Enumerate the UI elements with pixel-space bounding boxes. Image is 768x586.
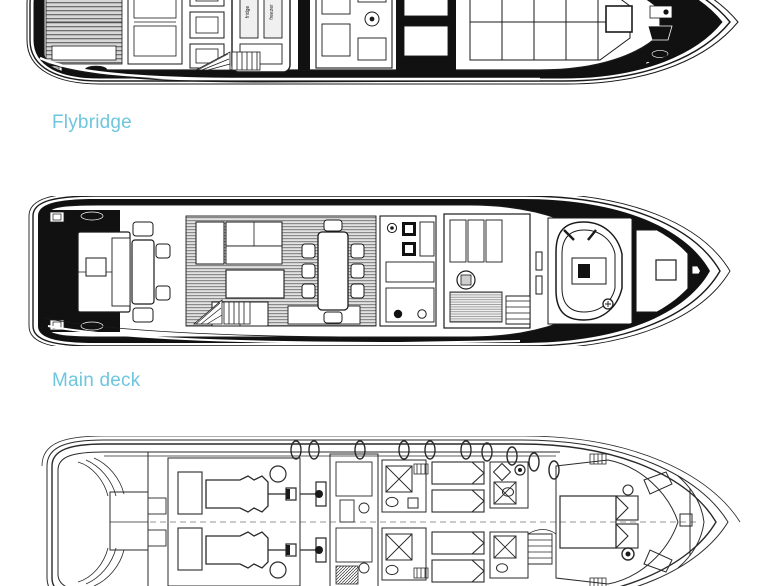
flybridge-drawing: fridge freezer xyxy=(26,0,739,85)
deck-label-main-deck: Main deck xyxy=(52,370,141,391)
deck-plan-lower xyxy=(0,436,768,586)
main-deck-drawing xyxy=(28,196,731,346)
svg-text:freezer: freezer xyxy=(269,4,275,20)
lower-deck-drawing xyxy=(41,436,741,586)
deck-plan-main xyxy=(0,196,768,346)
deck-label-flybridge: Flybridge xyxy=(52,112,132,133)
svg-text:fridge: fridge xyxy=(245,6,251,19)
deck-plan-flybridge: fridge freezer xyxy=(0,0,768,86)
